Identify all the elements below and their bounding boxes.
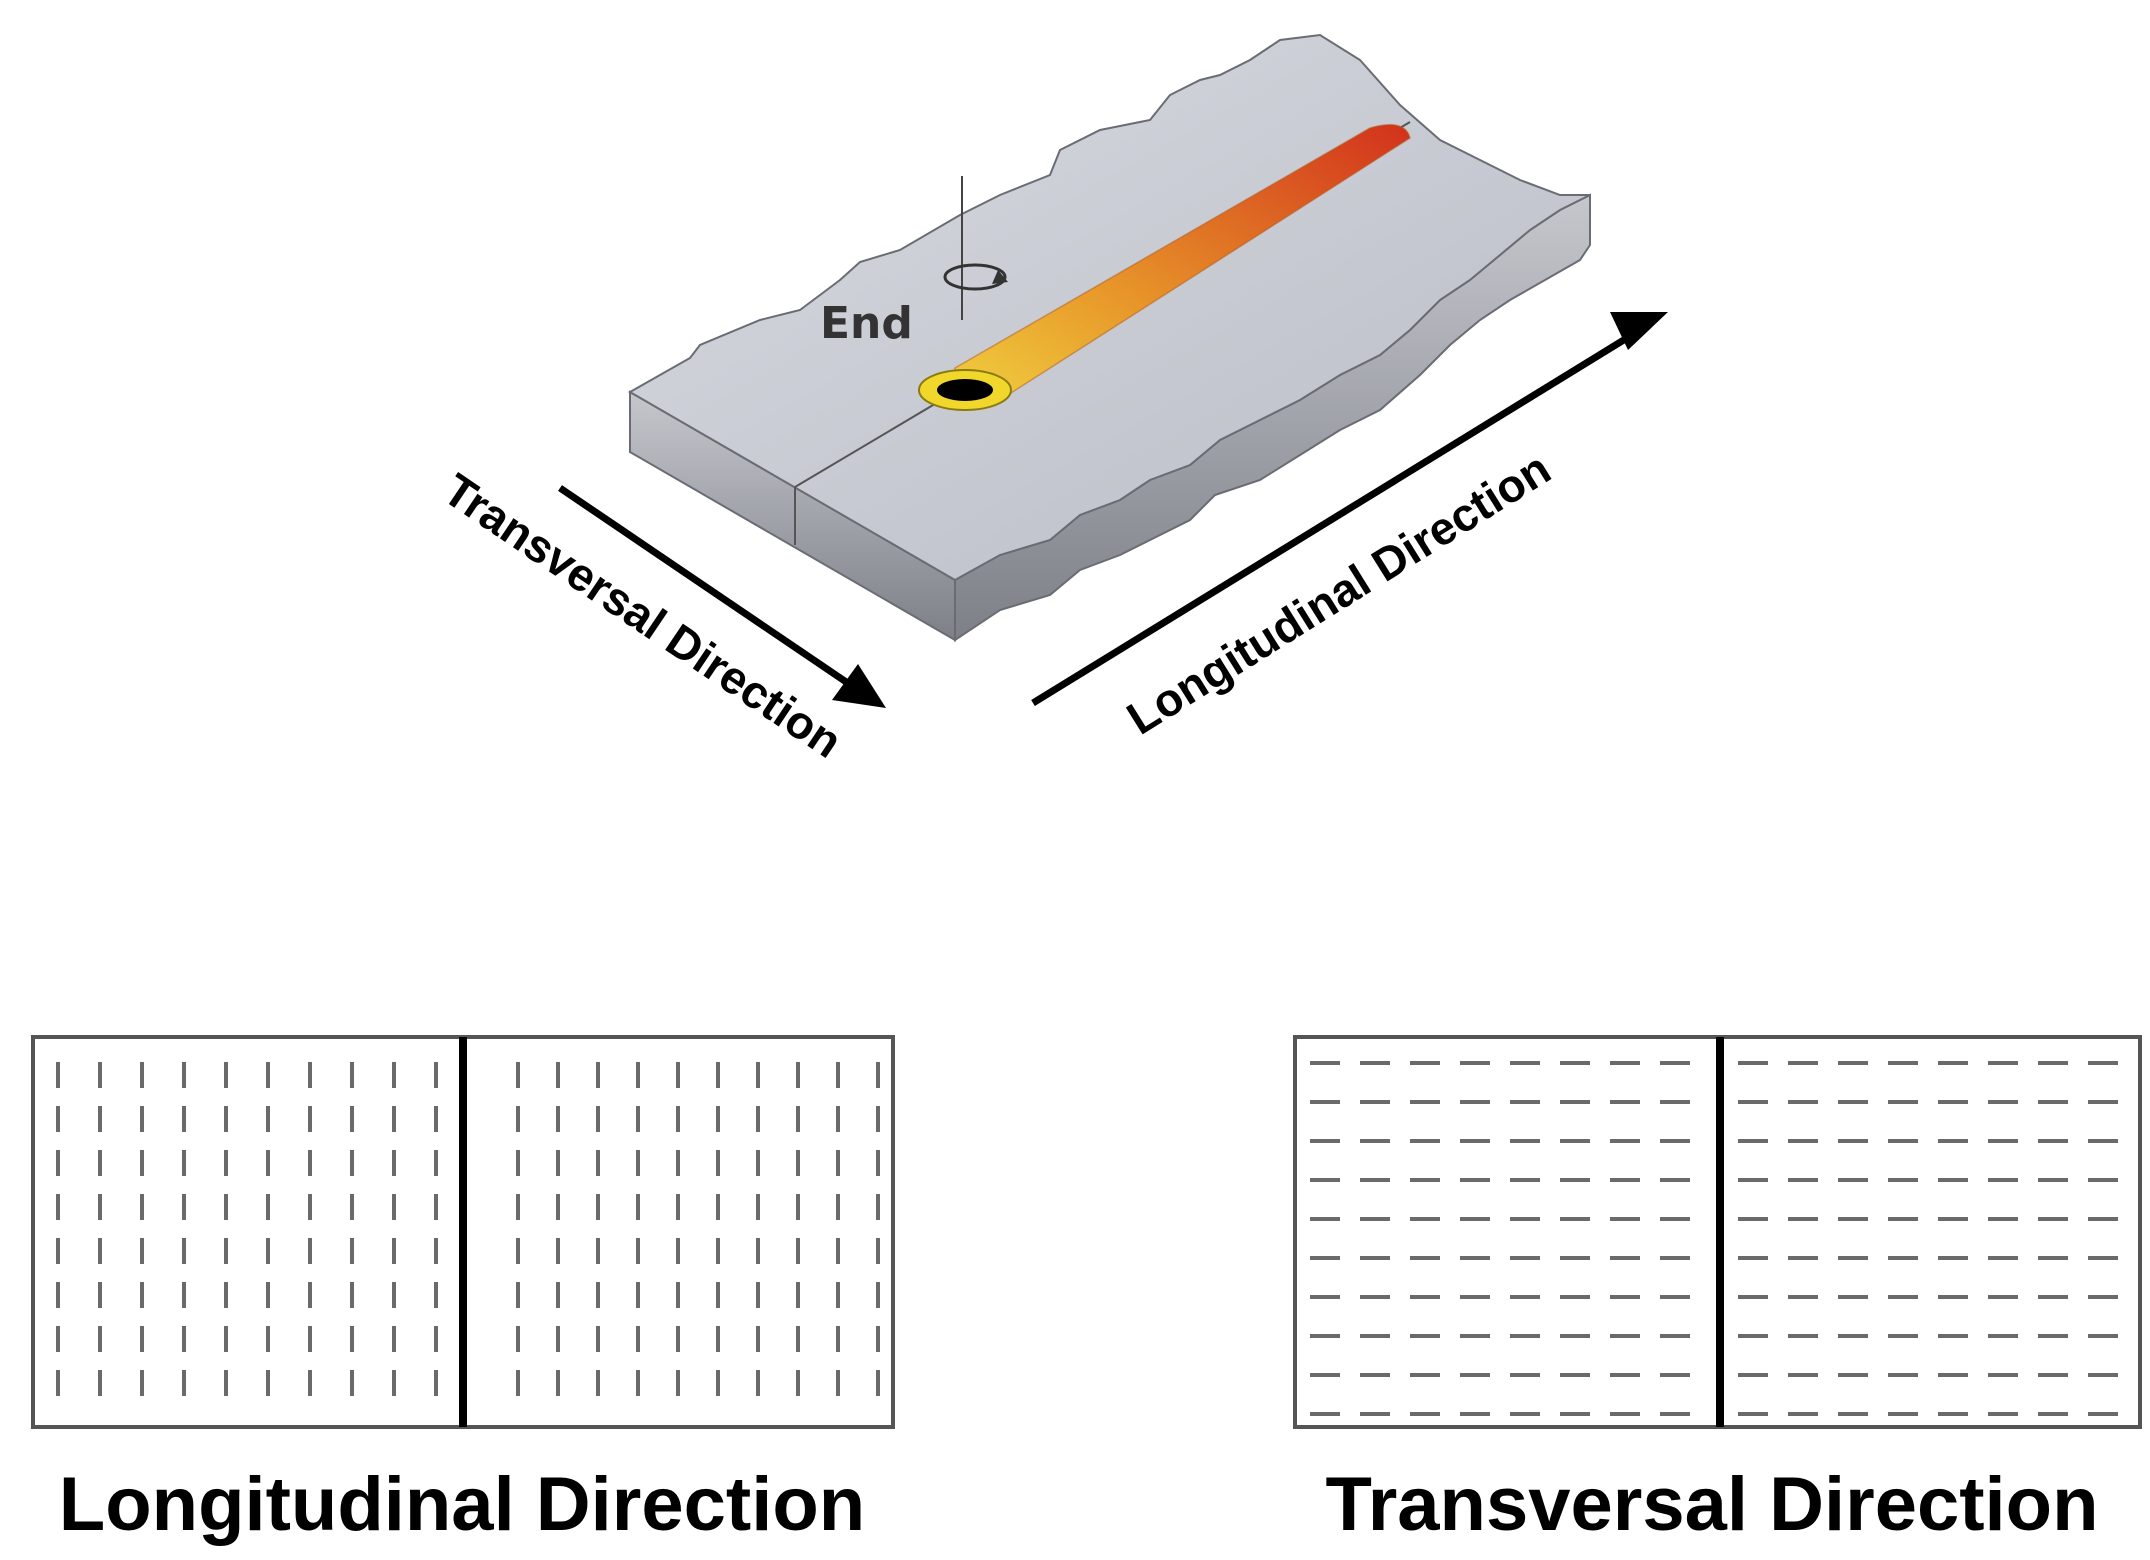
rotation-arrow-icon bbox=[992, 270, 1008, 284]
longitudinal-panel-caption: Longitudinal Direction bbox=[59, 1462, 865, 1547]
longitudinal-arrowhead bbox=[1610, 312, 1668, 350]
end-label: End bbox=[820, 298, 913, 349]
transversal-arrowhead bbox=[832, 664, 886, 708]
horizontal-dash-pattern bbox=[1310, 1061, 2118, 1416]
transversal-panel-caption: Transversal Direction bbox=[1325, 1462, 2098, 1547]
longitudinal-panel: Longitudinal Direction bbox=[31, 1035, 895, 1547]
tool-exit-hole-center bbox=[937, 379, 993, 401]
welded-plate: End bbox=[627, 33, 1591, 642]
transversal-panel: Transversal Direction bbox=[1293, 1035, 2142, 1547]
vertical-dash-pattern bbox=[56, 1062, 880, 1396]
rotation-icon bbox=[943, 263, 1007, 291]
